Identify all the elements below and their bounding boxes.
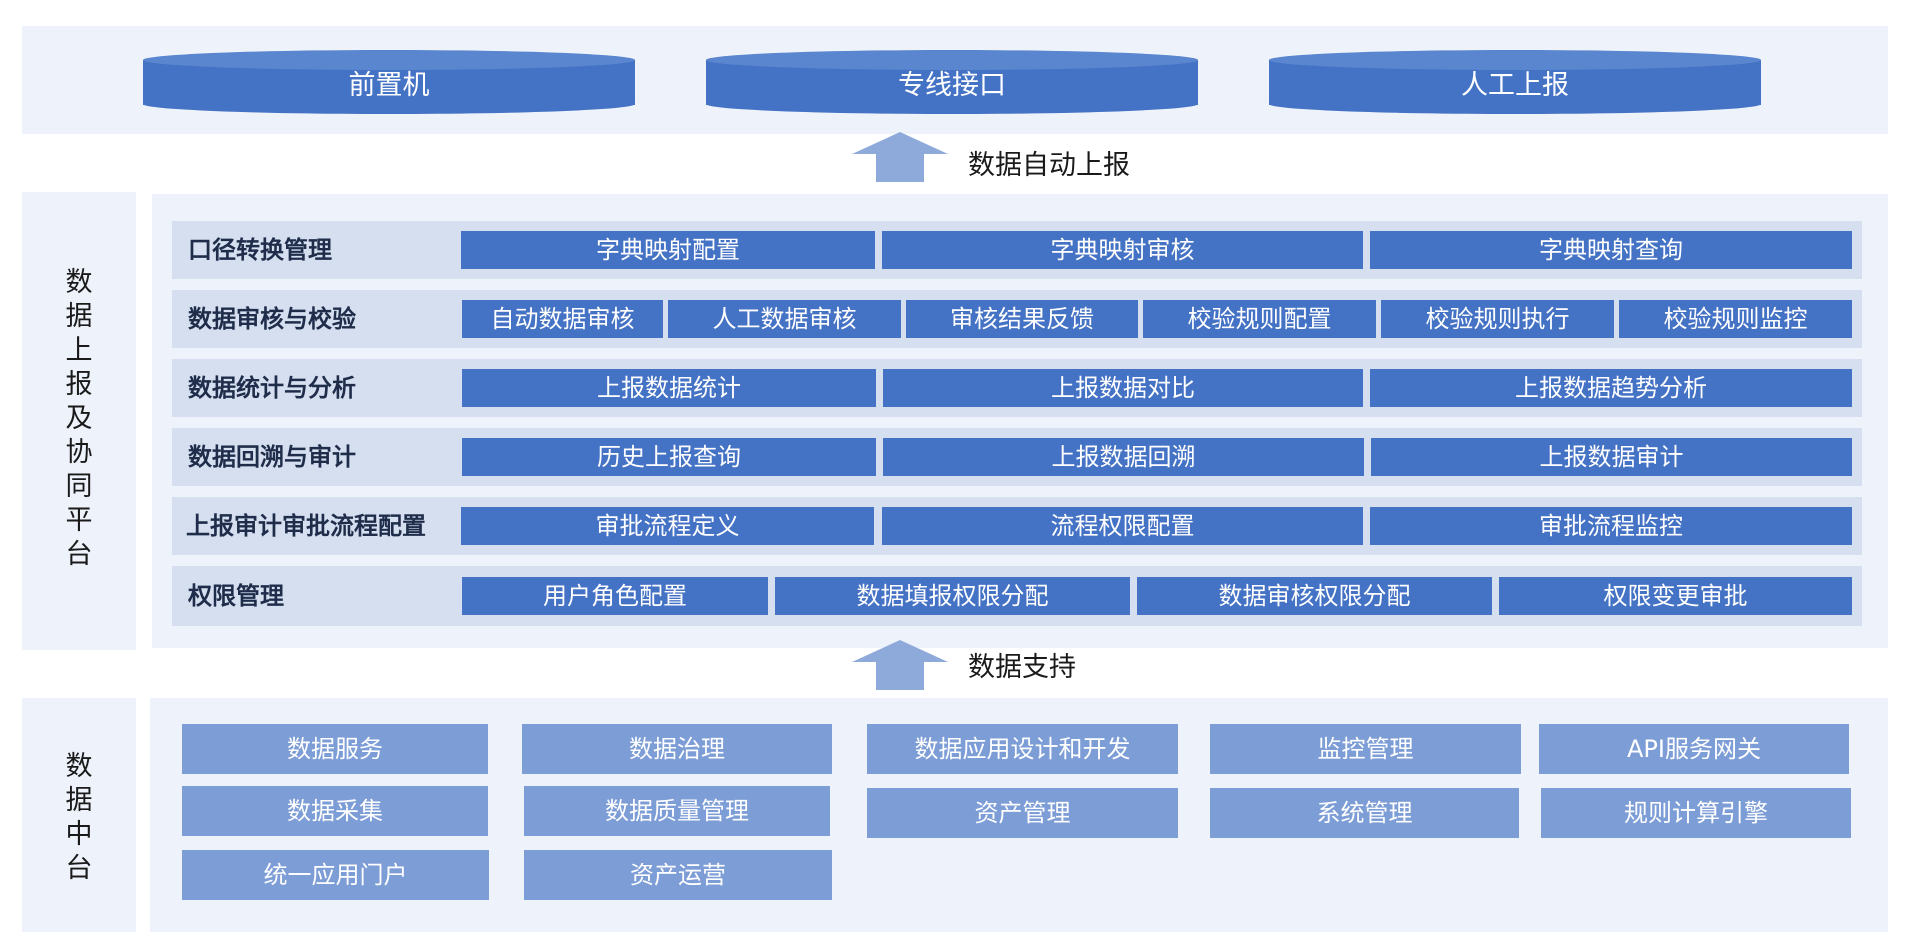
module-cell: 数据填报权限分配 (775, 577, 1130, 615)
module-cell: 上报数据回溯 (883, 438, 1364, 476)
module-cell: 校验规则监控 (1619, 300, 1852, 338)
middle-block: 数据质量管理 (524, 786, 830, 836)
row-label: 权限管理 (188, 582, 284, 610)
row-label: 数据统计与分析 (188, 374, 356, 402)
up-arrow-icon (852, 132, 948, 182)
source-cylinder-front-machine: 前置机 (143, 50, 635, 115)
arrow-label-auto-report: 数据自动上报 (968, 150, 1130, 181)
middle-block: API服务网关 (1539, 724, 1849, 774)
module-cell: 审批流程监控 (1370, 507, 1852, 545)
platform-side-label: 数 据 上 报 及 协 同 平 台 (65, 267, 93, 570)
module-cell: 字典映射查询 (1370, 231, 1852, 269)
platform-side-panel: 数 据 上 报 及 协 同 平 台 (22, 192, 136, 650)
middle-block: 系统管理 (1210, 788, 1519, 838)
middle-block: 规则计算引擎 (1541, 788, 1851, 838)
source-cylinder-dedicated-line: 专线接口 (706, 50, 1198, 115)
arrow-label-data-support: 数据支持 (968, 652, 1076, 683)
middle-block: 数据治理 (522, 724, 832, 774)
module-cell: 上报数据趋势分析 (1370, 369, 1852, 407)
module-cell: 用户角色配置 (462, 577, 768, 615)
row-label: 上报审计审批流程配置 (186, 512, 426, 540)
module-cell: 字典映射配置 (461, 231, 875, 269)
middle-platform-side-label: 数 据 中 台 (65, 751, 93, 884)
source-label: 人工上报 (1461, 70, 1569, 101)
module-cell: 流程权限配置 (882, 507, 1363, 545)
module-cell: 权限变更审批 (1499, 577, 1852, 615)
module-cell: 上报数据审计 (1371, 438, 1852, 476)
module-cell: 校验规则执行 (1381, 300, 1614, 338)
source-label: 专线接口 (898, 70, 1006, 101)
module-cell: 上报数据统计 (462, 369, 876, 407)
row-label: 数据审核与校验 (188, 305, 356, 333)
row-label: 口径转换管理 (188, 236, 332, 264)
source-cylinder-manual-report: 人工上报 (1269, 50, 1761, 115)
module-cell: 字典映射审核 (882, 231, 1363, 269)
middle-block: 统一应用门户 (182, 850, 489, 900)
module-cell: 审核结果反馈 (906, 300, 1138, 338)
middle-block: 资产管理 (867, 788, 1178, 838)
module-cell: 数据审核权限分配 (1137, 577, 1492, 615)
module-cell: 自动数据审核 (462, 300, 663, 338)
source-label: 前置机 (348, 70, 430, 101)
middle-block: 监控管理 (1210, 724, 1521, 774)
row-label: 数据回溯与审计 (188, 443, 356, 471)
module-cell: 上报数据对比 (883, 369, 1363, 407)
module-cell: 校验规则配置 (1143, 300, 1376, 338)
middle-block: 数据应用设计和开发 (867, 724, 1178, 774)
module-cell: 历史上报查询 (462, 438, 876, 476)
middle-block: 数据采集 (182, 786, 488, 836)
middle-block: 数据服务 (182, 724, 488, 774)
up-arrow-icon (852, 640, 948, 690)
middle-block: 资产运营 (524, 850, 832, 900)
module-cell: 审批流程定义 (461, 507, 874, 545)
module-cell: 人工数据审核 (668, 300, 901, 338)
middle-platform-side-panel: 数 据 中 台 (22, 698, 136, 932)
